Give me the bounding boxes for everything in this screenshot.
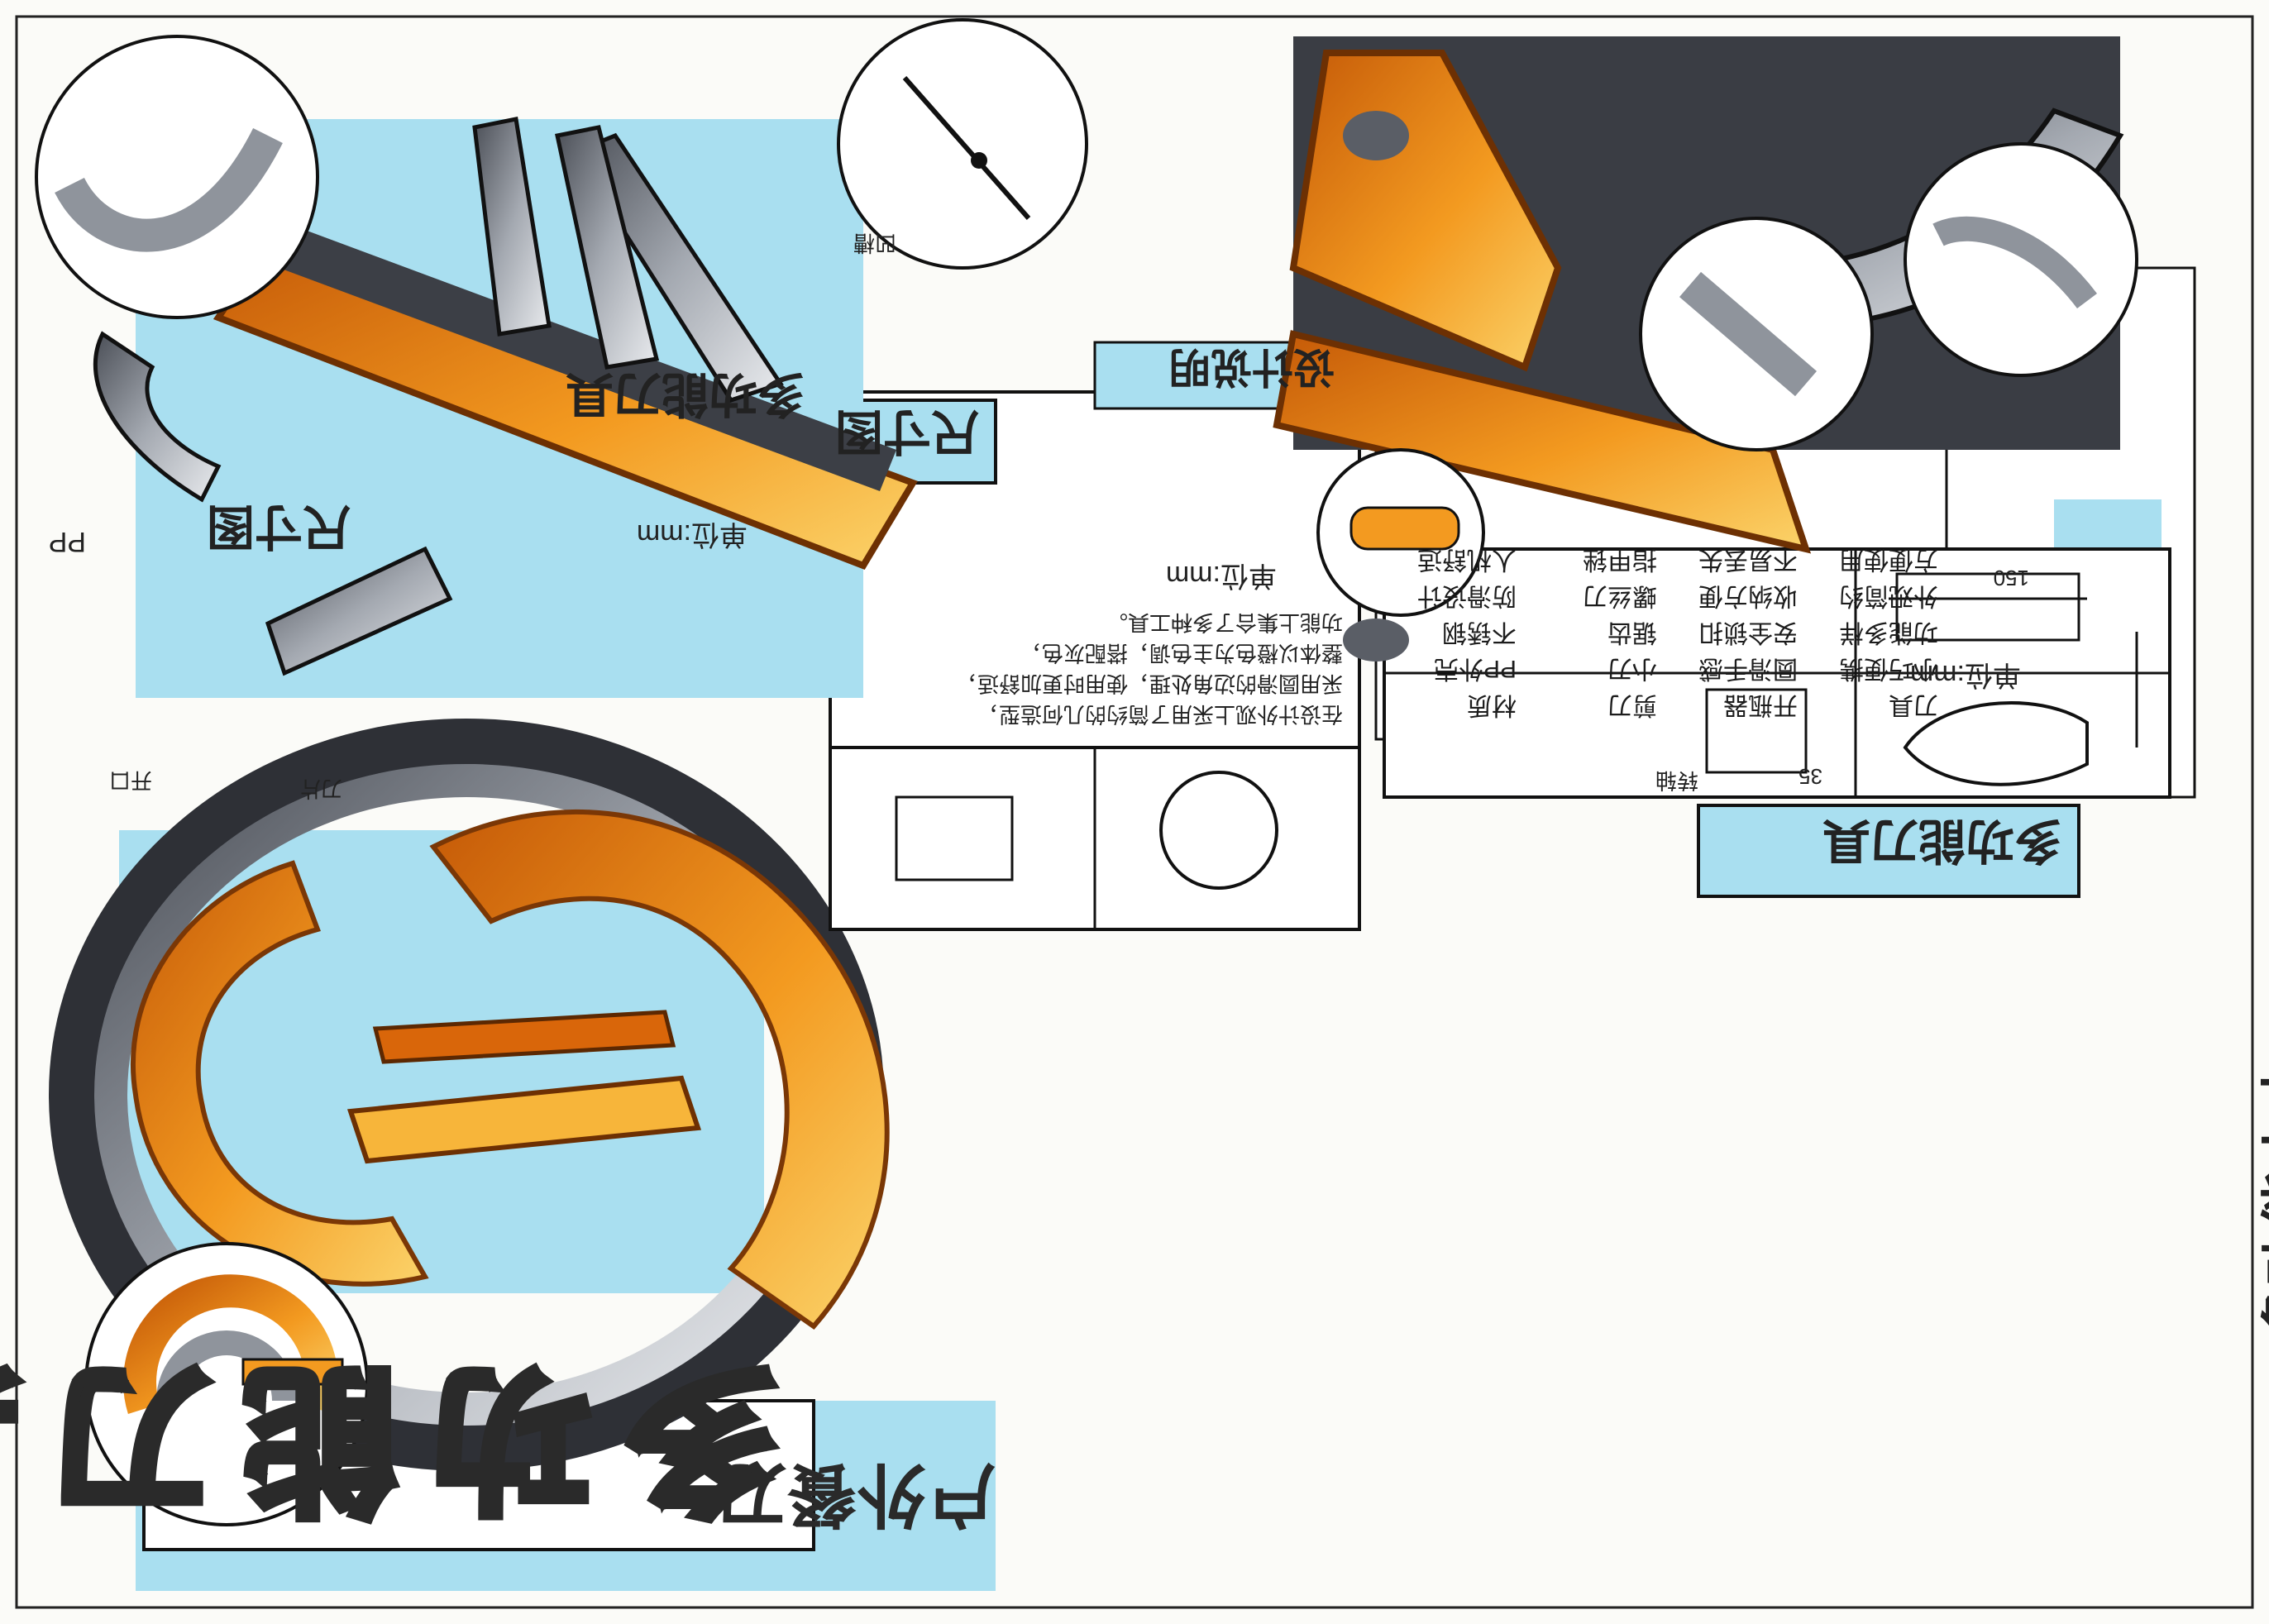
feature-item: 锯齿 <box>1607 619 1657 646</box>
feature-column: 刀具 小巧便携 功能多样 外观简约 方便使用 <box>1814 541 1938 723</box>
feature-item: 开瓶器 <box>1723 691 1798 719</box>
opening-detail-circle <box>1316 448 1485 617</box>
dimension-length: 150 <box>1993 566 2029 590</box>
feature-item: 不易丢失 <box>1698 546 1798 573</box>
unit-label-b: 单位:mm <box>636 518 748 550</box>
ring-knife-illustration <box>49 719 890 1471</box>
multi-knife-right-label: 多功能刀具 <box>1822 814 2062 867</box>
design-note-line: 在设计外观上采用了简约的几何造型， <box>977 702 1343 727</box>
feature-item: 不锈钢 <box>1442 619 1517 646</box>
side-note: 多功能小夹 <box>2258 1053 2269 1343</box>
size-diagram-right-box <box>1383 547 2171 799</box>
callout-blade: 刀片 <box>299 776 342 801</box>
feature-columns: 刀具 小巧便携 功能多样 外观简约 方便使用 开瓶器 圆滑手感 安全锁扣 收纳方… <box>1392 541 1938 723</box>
main-title: 多功能刀具 <box>0 1346 785 1530</box>
callout-opening: 开口 <box>108 768 152 793</box>
feature-item: 收纳方便 <box>1698 582 1798 609</box>
feature-item: 小刀 <box>1607 655 1657 682</box>
feature-item: 指甲锉 <box>1583 546 1657 573</box>
design-note-line: 整体以橙色为主色调，搭配灰色， <box>1020 641 1343 666</box>
unit-label-a: 单位:mm <box>1165 560 1277 591</box>
feature-item: 人机舒适 <box>1417 546 1517 573</box>
feature-item: 小巧便携 <box>1839 655 1938 682</box>
callout-groove: 凹槽 <box>853 231 896 256</box>
feature-item: 螺丝刀 <box>1583 582 1657 609</box>
hinge-detail-circle <box>837 18 1088 270</box>
feature-item: 圆滑手感 <box>1698 655 1798 682</box>
clip-detail-circle-left <box>1904 142 2138 377</box>
callout-hinge: 转轴 <box>1655 768 1698 793</box>
feature-item: 材质 <box>1467 691 1517 719</box>
size-diagram-top-label: 尺寸图 <box>834 404 979 458</box>
feature-item: 安全锁扣 <box>1698 619 1798 646</box>
callout-pp: PP <box>48 526 86 557</box>
feature-item: PP外壳 <box>1433 655 1517 682</box>
clip-detail-circle-right <box>1639 217 1874 451</box>
blade-detail-circle <box>35 35 319 319</box>
feature-item: 剪刀 <box>1607 691 1657 719</box>
design-notes-label: 设计说明 <box>1169 344 1335 390</box>
design-note-line: 功能上集合了多种工具。 <box>1106 610 1343 635</box>
ring-detail-circle <box>84 1242 369 1526</box>
page-border <box>15 15 2254 1609</box>
multi-knife-right-label-box <box>1697 804 2080 898</box>
feature-column: 材质 PP外壳 不锈钢 防滑设计 人机舒适 <box>1392 541 1517 723</box>
multi-knife-left-label: 多功能刀具 <box>565 367 805 421</box>
feature-column: 剪刀 小刀 锯齿 螺丝刀 指甲锉 <box>1533 541 1657 723</box>
design-notes-text: 在设计外观上采用了简约的几何造型， 采用圆滑的边角处理，使用时更加舒适， 整体以… <box>847 609 1343 731</box>
feature-item: 功能多样 <box>1839 619 1938 646</box>
dimension-width: 35 <box>1798 764 1822 789</box>
feature-item: 防滑设计 <box>1417 582 1517 609</box>
feature-column: 开瓶器 圆滑手感 安全锁扣 收纳方便 不易丢失 <box>1674 541 1798 723</box>
feature-item: 刀具 <box>1889 691 1938 719</box>
feature-item: 外观简约 <box>1839 582 1938 609</box>
subtitle: 户外餐刀 <box>717 1455 996 1533</box>
design-note-line: 采用圆滑的边角处理，使用时更加舒适， <box>955 671 1343 696</box>
size-diagram-mid-label: 尺寸图 <box>206 499 351 553</box>
feature-item: 方便使用 <box>1839 546 1938 573</box>
